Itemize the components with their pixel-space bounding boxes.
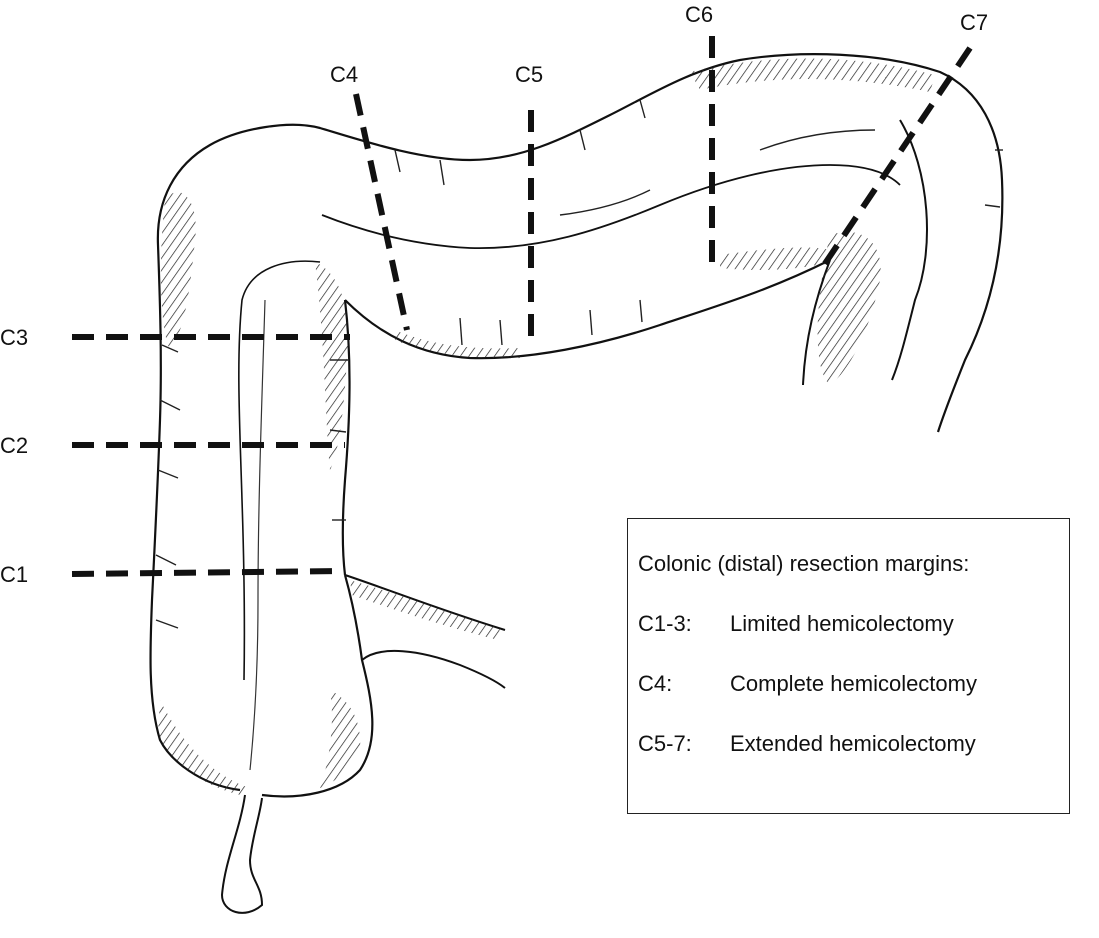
legend-item-text: Extended hemicolectomy: [730, 731, 976, 756]
legend-item-code: C5-7:: [638, 733, 730, 755]
hatch-descending: [818, 232, 881, 385]
margin-label-c5: C5: [515, 64, 543, 86]
legend-item-text: Complete hemicolectomy: [730, 671, 977, 696]
margin-line-c4: [356, 94, 407, 330]
margin-label-c2: C2: [0, 435, 28, 457]
ascending-taenia: [250, 300, 265, 770]
ascending-fold: [239, 261, 320, 680]
hatch-ileum: [350, 580, 500, 640]
legend-item: C1-3:Limited hemicolectomy: [638, 613, 954, 635]
margin-line-c1: [72, 571, 345, 574]
hatch-cecum: [158, 700, 250, 795]
legend-title: Colonic (distal) resection margins:: [638, 553, 969, 575]
margin-label-c6: C6: [685, 4, 713, 26]
appendix: [222, 795, 262, 913]
legend-box: Colonic (distal) resection margins: C1-3…: [627, 518, 1070, 814]
cecum-edge: [262, 575, 372, 796]
hatch-ascending-right: [315, 262, 348, 470]
margin-label-c7: C7: [960, 12, 988, 34]
legend-item-text: Limited hemicolectomy: [730, 611, 954, 636]
hatch-transverse-lower: [720, 248, 830, 270]
legend-item: C5-7:Extended hemicolectomy: [638, 733, 976, 755]
transverse-inner-fold: [322, 165, 900, 248]
terminal-ileum: [345, 575, 505, 630]
terminal-ileum-lower: [362, 651, 505, 688]
hatch-cecum-right: [320, 690, 360, 788]
margin-label-c3: C3: [0, 327, 28, 349]
hatch-hepatic-flexure: [161, 192, 196, 350]
legend-item-code: C4:: [638, 673, 730, 695]
margin-label-c4: C4: [330, 64, 358, 86]
legend-item: C4:Complete hemicolectomy: [638, 673, 977, 695]
legend-item-code: C1-3:: [638, 613, 730, 635]
descending-inner-edge: [892, 120, 927, 380]
margin-label-c1: C1: [0, 564, 28, 586]
